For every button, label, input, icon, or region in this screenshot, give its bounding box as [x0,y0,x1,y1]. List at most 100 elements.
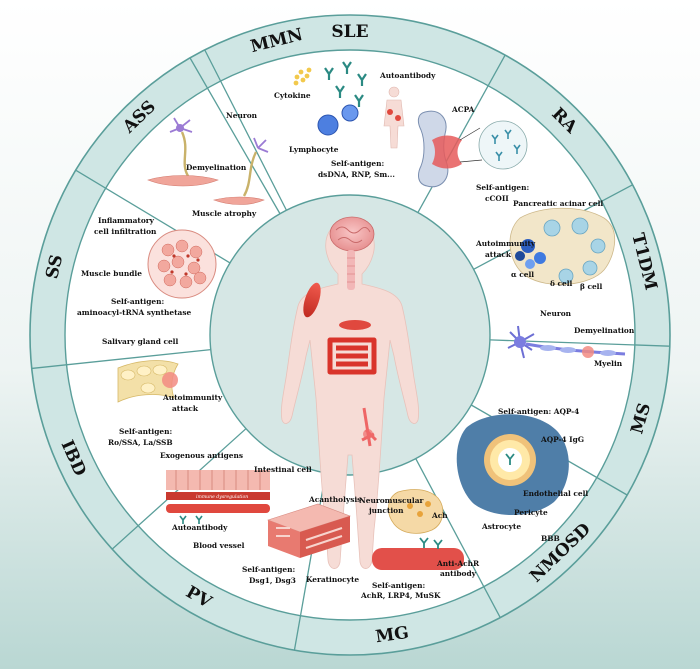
beta-cell-label: β cell [580,282,602,291]
knee-inflammation-icon [363,429,373,439]
anti-achr-antibody-icon [419,537,443,549]
delta-cell-label: δ cell [550,279,573,288]
ass-panel: Inflammatory cell infiltration Muscle bu… [77,216,217,317]
arm-muscle-icon [303,282,321,318]
pericyte-label: Pericyte [514,508,548,517]
ass-antigen-list-label: aminoacyl-tRNA synthetase [77,308,191,317]
acpa-zoom-icon [478,120,528,170]
blood-vessel-label: Blood vessel [193,541,245,550]
intestinal-cell-label: Intestinal cell [254,465,312,474]
inflammatory-infiltration-icon [170,254,200,276]
ms-soma-icon [514,336,526,348]
segment-divider [31,348,211,370]
segment-divider [415,458,501,618]
mg-self-antigen-label: Self-antigen: [372,581,425,590]
salivary-gland-label: Salivary gland cell [102,337,178,346]
exogenous-antigens-label: Exogenous antigens [160,451,243,460]
ra-self-antigen-label: Self-antigen: [476,183,529,192]
acpa-label: ACPA [451,105,475,114]
mmn-muscle-icon [147,175,219,187]
pv-self-antigen-label: Self-antigen: [242,565,295,574]
endothelial-cell-label: Endothelial cell [523,489,588,498]
skin-front-icon [268,520,300,558]
acpa-icon [491,129,521,161]
bbb-label: BBB [541,534,560,543]
muscle-atrophy-label: Muscle atrophy [192,209,257,218]
mg-panel: Neuromuscular junction Ach Anti-AchR ant… [359,489,480,600]
pancreatic-acinar-label: Pancreatic acinar cell [513,199,603,208]
muscle-bundle-label: Muscle bundle [81,269,142,278]
intestine-icon [327,337,377,375]
mmn-panel: Neuron Demyelination Muscle atrophy [147,111,269,218]
keratinocyte-label: Keratinocyte [306,575,359,584]
t1dm-panel: Pancreatic acinar cell Autoimmunity atta… [475,199,616,291]
islet-cells-icon [515,239,546,269]
mmn-neuron-label: Neuron [226,111,258,120]
anti-achr-label: Anti-AchR [436,559,480,568]
ms-neuron-label: Neuron [540,309,572,318]
astrocyte-label: Astrocyte [481,522,521,531]
acinar-cluster-icon [543,217,606,284]
muscle-fiber-icon [372,548,464,570]
human-figure [280,216,420,569]
segment-label-sle: SLE [331,22,368,42]
nmosd-self-antigen-label: Self-antigen: AQP-4 [498,407,579,416]
mmn-soma-icon [176,124,184,132]
nerve-terminal-icon [388,489,444,534]
inflammatory-label: Inflammatory [98,216,155,225]
mg-antigen-list-label: AchR, LRP4, MuSK [360,591,441,600]
muscle-atrophy-icon [212,196,265,205]
lymphocyte-label: Lymphocyte [289,145,339,154]
immune-dysregulation-label: immune dysregulation [196,494,248,500]
ibd-panel: immune dysregulation Exogenous antigens … [160,451,312,550]
keratinocyte-cells-icon [276,527,343,549]
mmn-neuron-2-icon [253,137,269,153]
segment-divider [189,57,281,215]
mmn-neuron-icon [169,117,193,133]
ms-demyelination-label: Demyelination [574,326,635,335]
spine-segments-icon [347,257,355,283]
ra-antigen-list-label: cCOII [485,194,509,203]
ach-label: Ach [431,511,448,520]
brain-icon [329,216,375,252]
pv-panel: Acantholysis Self-antigen: Dsg1, Dsg3 Ke… [242,495,361,585]
ss-attack-label: attack [172,404,199,413]
myelin-icon [540,345,616,356]
ms-panel: Neuron Demyelination Myelin [507,309,635,368]
blood-vessel-icon [166,504,270,513]
cytokine-label: Cytokine [274,91,311,100]
anti-achr-antibody-label: antibody [440,569,477,578]
alpha-cell-label: α cell [511,270,534,279]
ss-autoimmunity-label: Autoimmunity [162,393,223,402]
sle-body-icon [383,86,405,149]
salivary-gland-cells-icon [120,364,168,394]
ss-panel: Salivary gland cell Autoimmunity attack … [102,337,223,447]
ra-panel: ACPA Self-antigen: cCOII [417,105,529,203]
t1dm-autoimmunity-label: Autoimmunity [475,239,536,248]
ra-inflamed-synovium-icon [432,135,462,169]
segment-divider [293,472,327,651]
junction-label: junction [368,506,404,515]
ass-self-antigen-label: Self-antigen: [111,297,164,306]
mmn-axon-icon [180,131,190,177]
nmosd-panel: Self-antigen: AQP-4 AQP-4 IgG Endothelia… [456,407,588,543]
mmn-demyelination-label: Demyelination [186,163,247,172]
intestinal-epithelium-icon [166,470,270,490]
segment-label-mg: MG [374,623,410,647]
pancreas-icon [339,320,371,330]
skin-side-icon [300,516,350,558]
myelin-label: Myelin [594,359,623,368]
demyelination-lesion-icon [582,346,594,358]
neuromuscular-label: Neuromuscular [359,496,423,505]
cell-infiltration-label: cell infiltration [94,227,157,236]
intestinal-cell-divisions-icon [175,470,261,490]
autoantibody-label: Autoantibody [379,71,436,80]
brain-folds-icon [335,226,371,243]
ibd-autoantibody-icon [179,515,203,524]
lymphocyte-icon [317,114,339,136]
aqp4-igg-icon [505,453,515,465]
sle-antigen-list-label: dsDNA, RNP, Sm... [318,170,395,179]
lymphocyte-icon-2 [341,104,359,122]
